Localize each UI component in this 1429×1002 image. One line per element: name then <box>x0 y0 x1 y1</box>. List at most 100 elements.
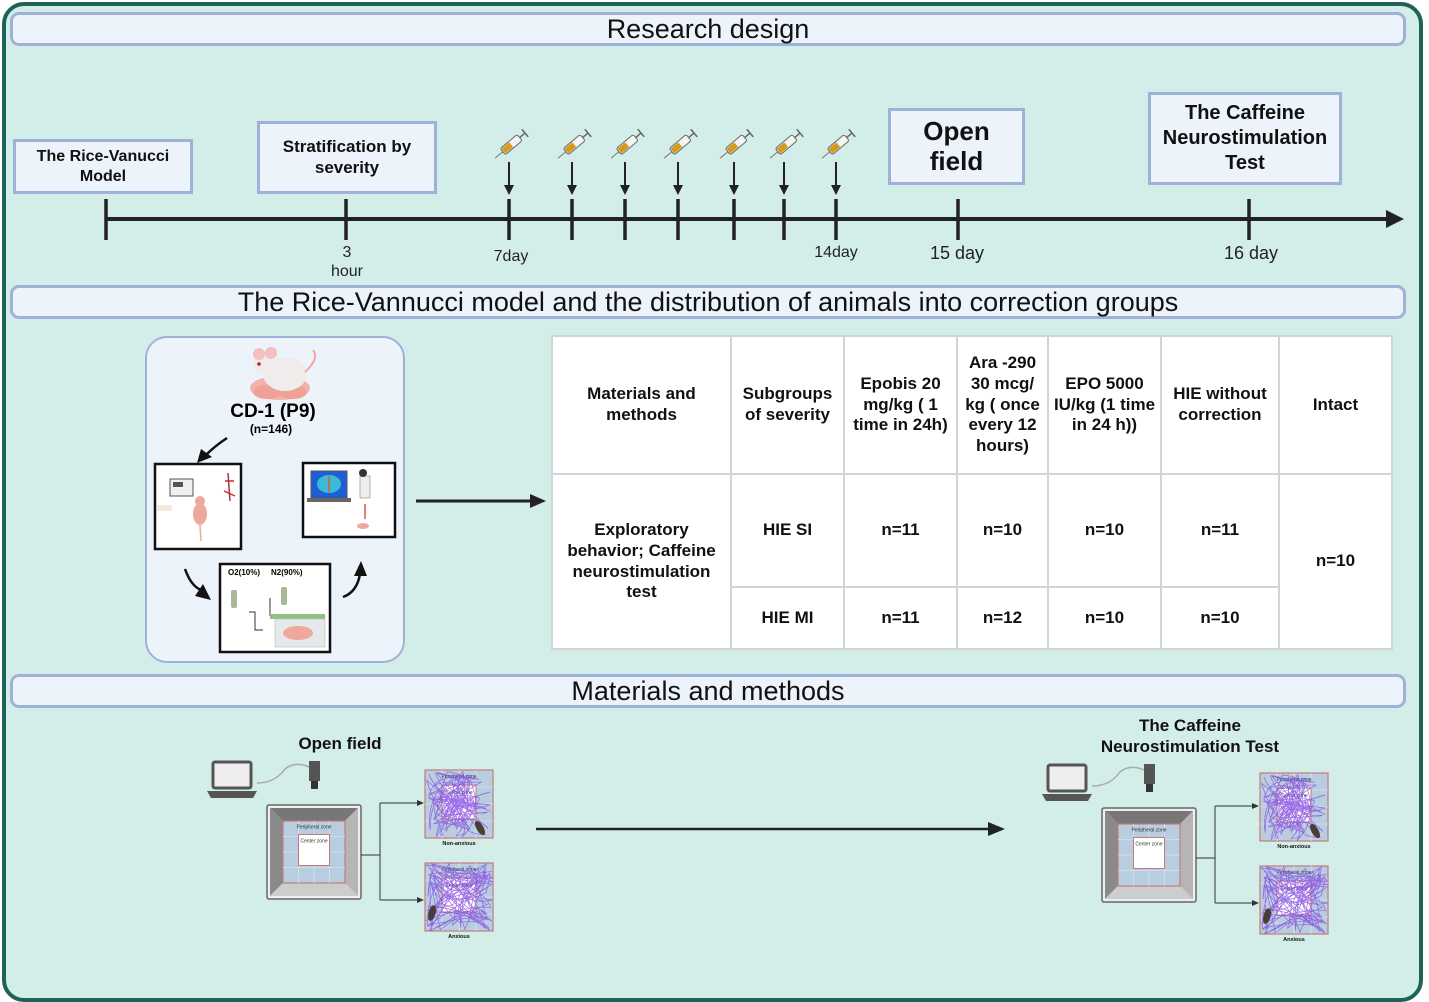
flow-arrow-1 <box>206 436 228 455</box>
timeline-box-caffeine-test: The Caffeine Neurostimulation Test <box>1148 92 1342 185</box>
movement-track <box>1261 773 1326 841</box>
methods-flow-arrow <box>536 822 1005 836</box>
table-row: HIE MI n=11 n=12 n=10 n=10 <box>552 586 1392 650</box>
syringe-icon <box>821 128 856 159</box>
strain-label: CD-1 (P9) <box>230 401 316 422</box>
arrow-down-icon <box>504 162 514 195</box>
header-epobis: Epobis 20 mg/kg ( 1 time in 24h) <box>843 335 958 475</box>
mouse-icon <box>428 905 436 921</box>
panel-to-table-arrow <box>416 494 546 508</box>
method-cell: Exploratory behavior; Caffeine neurostim… <box>551 473 732 650</box>
table-header-row: Materials and methods Subgroups of sever… <box>551 335 1393 475</box>
peripheral-zone-label: Peripheral zone <box>1131 827 1166 833</box>
timeline-box-stratification: Stratification by severity <box>257 121 437 194</box>
arrow-down-icon <box>620 162 630 195</box>
tick-label-16day: 16 day <box>1223 243 1279 263</box>
value-cell: n=11 <box>843 586 958 650</box>
syringe-icon <box>719 128 754 159</box>
movement-track <box>426 770 491 838</box>
section-materials-methods: Materials and methods <box>10 674 1406 708</box>
center-zone-label: Center zone <box>300 839 327 845</box>
flow-arrow-2 <box>183 568 202 592</box>
timeline-box-model: The Rice-Vanucci Model <box>13 139 193 194</box>
open-field-title: Open field <box>298 734 382 753</box>
arrow-down-icon <box>673 162 683 195</box>
flow-arrowhead-1 <box>197 449 212 463</box>
syringe-icon <box>494 128 529 159</box>
header-epo: EPO 5000 IU/kg (1 time in 24 h)) <box>1047 335 1162 475</box>
header-subgroups: Subgroups of severity <box>730 335 845 475</box>
table-row: Exploratory behavior; Caffeine neurostim… <box>551 473 1393 650</box>
outcome-label-non-anxious: Non-anxious <box>442 841 475 847</box>
flow-arrow-3 <box>342 573 362 599</box>
surgery-setup-icon <box>153 462 243 551</box>
value-cell: n=11 <box>1160 473 1280 588</box>
timeline-ticks <box>104 199 1251 240</box>
camera-icon <box>309 761 320 789</box>
subgroup-cell: HIE MI <box>730 586 845 650</box>
arrow-down-icon <box>779 162 789 195</box>
arrow-down-icon <box>729 162 739 195</box>
value-cell: n=10 <box>956 473 1049 588</box>
flow-arrowhead-2 <box>195 584 211 600</box>
section-research-design: Research design <box>10 12 1406 46</box>
timeline-arrowhead <box>1386 210 1404 228</box>
mouse-icon <box>1263 908 1271 924</box>
peripheral-zone-label: Peripheral zone <box>441 774 476 780</box>
total-n-label: (n=146) <box>250 422 292 436</box>
section-model-distribution: The Rice-Vannucci model and the distribu… <box>10 285 1406 319</box>
syringe-icon <box>663 128 698 159</box>
syringe-icon <box>610 128 645 159</box>
value-cell: n=12 <box>956 586 1049 650</box>
value-cell: n=10 <box>1047 586 1162 650</box>
peripheral-zone-label: Peripheral zone <box>1276 777 1311 783</box>
movement-track <box>424 862 494 932</box>
outcome-label-non-anxious: Non-anxious <box>1277 844 1310 850</box>
header-intact: Intact <box>1278 335 1393 475</box>
camera-icon <box>1144 764 1155 792</box>
header-ara290: Ara -290 30 mcg/ kg ( once every 12 hour… <box>956 335 1049 475</box>
mouse-icon <box>1309 823 1321 839</box>
value-cell: n=11 <box>843 473 958 588</box>
timeline-box-open-field: Open field <box>888 108 1025 185</box>
laptop-icon <box>207 760 257 798</box>
laptop-icon <box>1042 763 1092 801</box>
flow-arrowhead-3 <box>354 561 367 576</box>
header-hie-without-correction: HIE without correction <box>1160 335 1280 475</box>
subgroup-cell: HIE SI <box>730 473 845 588</box>
arrow-down-icon <box>567 162 577 195</box>
value-cell: n=10 <box>1047 473 1162 588</box>
center-zone-label: Center zone <box>1135 842 1162 848</box>
outcome-label-anxious: Anxious <box>448 934 470 940</box>
mouse-with-pups-icon <box>250 347 317 400</box>
timeline <box>104 128 1404 240</box>
movement-track <box>1259 865 1329 935</box>
value-cell: n=10 <box>1160 586 1280 650</box>
groups-table: Materials and methods Subgroups of sever… <box>551 335 1393 650</box>
mouse-icon <box>474 820 486 836</box>
caffeine-test-title: The Caffeine Neurostimulation Test <box>1100 716 1280 756</box>
peripheral-zone-label: Peripheral zone <box>296 824 331 830</box>
intact-cell: n=10 <box>1278 473 1393 650</box>
tick-label-14day: 14day <box>814 244 858 261</box>
outcome-label-anxious: Anxious <box>1283 937 1305 943</box>
tick-label-3: 3 <box>342 244 352 261</box>
model-panel-illustration: CD-1 (P9) (n=146) O2(10%) N2(90%) <box>153 347 397 654</box>
tick-label-15day: 15 day <box>929 243 985 263</box>
hypoxia-chamber-icon: O2(10%) N2(90%) <box>218 562 332 654</box>
laser-doppler-icon <box>301 461 397 539</box>
header-materials-methods: Materials and methods <box>551 335 732 475</box>
tick-label-hour: hour <box>330 263 364 280</box>
gas-o2-label: O2(10%) <box>228 568 260 577</box>
gas-n2-label: N2(90%) <box>271 568 303 577</box>
syringe-icon <box>769 128 804 159</box>
syringe-icon <box>557 128 592 159</box>
